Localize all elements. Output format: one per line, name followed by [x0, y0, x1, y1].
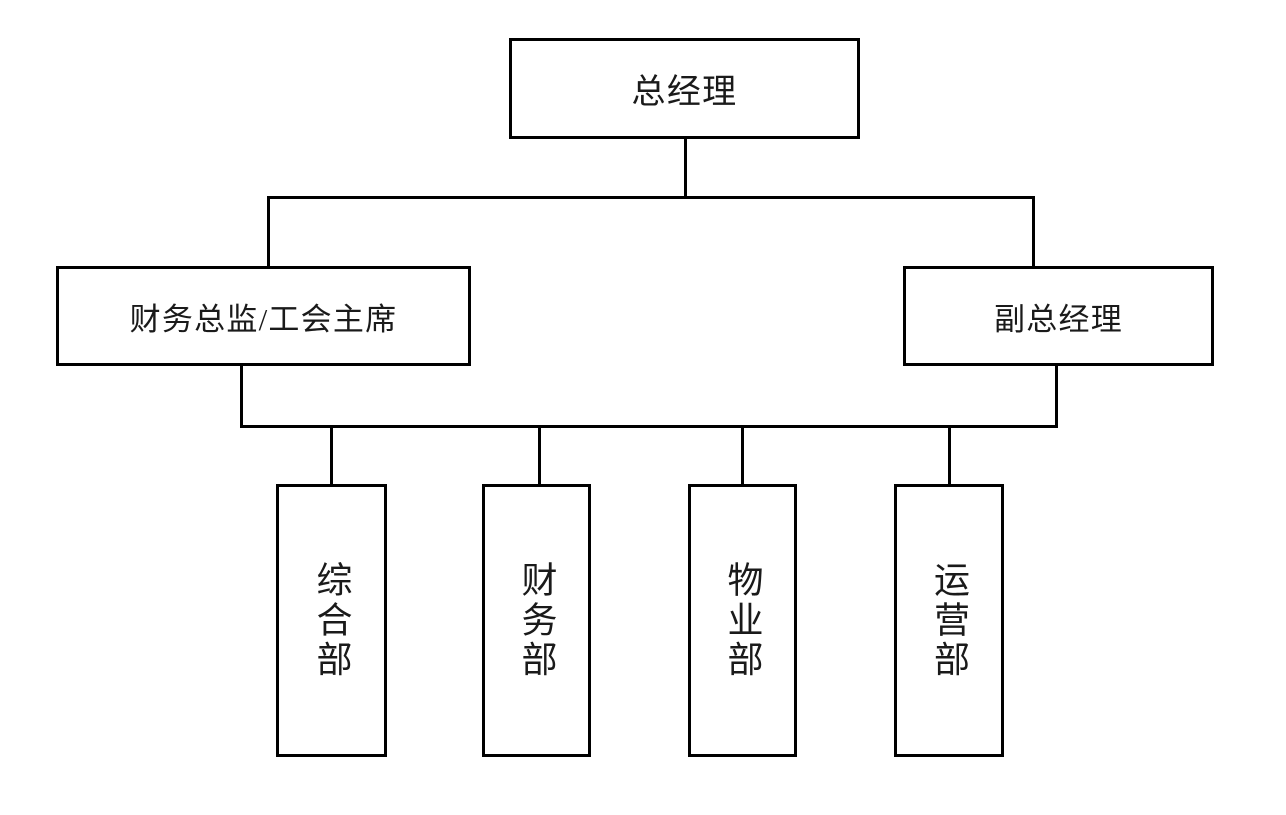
node-finance-dept-label: 财务部	[516, 561, 557, 680]
connector-tier3-bus	[240, 425, 1058, 428]
connector-tier2-drop-right	[1032, 196, 1035, 268]
connector-tier3-drop-3	[741, 425, 744, 485]
connector-tier3-drop-2	[538, 425, 541, 485]
connector-cfo-stem	[240, 365, 243, 427]
node-deputy-general-manager[interactable]: 副总经理	[903, 266, 1214, 366]
node-cfo-union-chair[interactable]: 财务总监/工会主席	[56, 266, 471, 366]
node-finance-dept[interactable]: 财务部	[482, 484, 591, 757]
node-general-affairs-dept[interactable]: 综合部	[276, 484, 387, 757]
connector-tier2-bus	[267, 196, 1035, 199]
node-operations-dept[interactable]: 运营部	[894, 484, 1004, 757]
node-operations-dept-label: 运营部	[929, 561, 969, 680]
node-general-manager[interactable]: 总经理	[509, 38, 860, 139]
node-property-dept-label: 物业部	[722, 561, 763, 680]
connector-tier3-drop-4	[948, 425, 951, 485]
node-property-dept[interactable]: 物业部	[688, 484, 797, 757]
connector-tier2-drop-left	[267, 196, 270, 268]
node-deputy-general-manager-label: 副总经理	[994, 301, 1123, 337]
connector-tier3-drop-1	[330, 425, 333, 485]
connector-dgm-stem	[1055, 365, 1058, 427]
node-general-affairs-dept-label: 综合部	[311, 561, 352, 680]
connector-gm-stem	[684, 139, 687, 199]
node-cfo-union-chair-label: 财务总监/工会主席	[129, 301, 398, 337]
node-general-manager-label: 总经理	[631, 74, 738, 111]
